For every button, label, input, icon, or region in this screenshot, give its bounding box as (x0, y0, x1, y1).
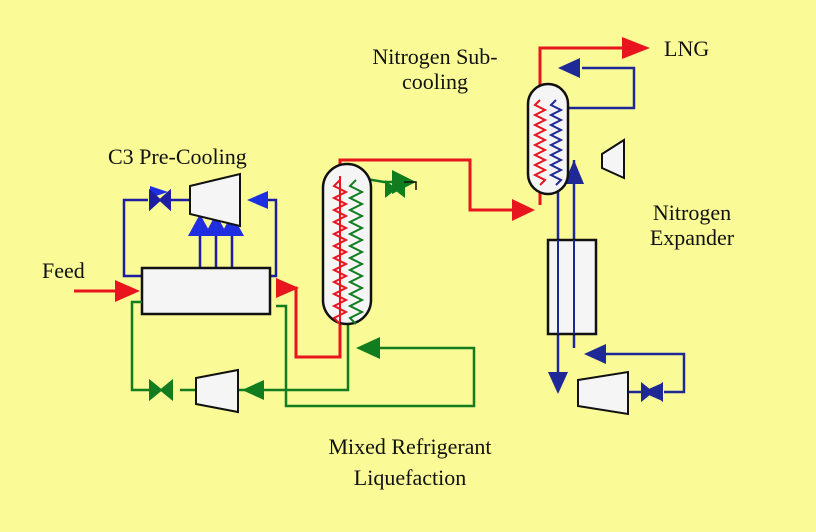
n2-expander-turbine-icon (601, 138, 625, 180)
mixed-refrigerant-line-1: Mixed Refrigerant (328, 434, 492, 459)
n2-top-arrowhead-icon (558, 58, 580, 78)
c3-right-suction-line (264, 198, 278, 278)
feed-label: Feed (42, 258, 85, 283)
mr-compressor-outlet-line (238, 318, 350, 392)
feed-arrows (115, 37, 650, 302)
subcooler-red-coil (532, 99, 548, 186)
precooled-arrowhead-icon (276, 278, 299, 298)
n2-valve-icon (641, 381, 663, 403)
c3-arrows (150, 186, 268, 236)
c3-compressor-inlet-arrowhead-icon (247, 191, 268, 209)
mr-precooler-path (130, 300, 160, 392)
n2-up-arrowhead-icon (564, 160, 584, 184)
c3-compressor-icon (189, 172, 241, 228)
c3-precooling-label: C3 Pre-Cooling (108, 144, 247, 169)
nitrogen-subcooler-exchanger (526, 82, 570, 196)
c3-left-return-line (122, 198, 148, 278)
n2-top-return-line (566, 66, 636, 110)
c3-precooler-heat-exchanger (140, 266, 272, 316)
n2-compressor-icon (577, 370, 629, 416)
mixed-refrigerant-line-2: Liquefaction (353, 465, 467, 491)
nitrogen-expander-line-2: Expander (649, 225, 735, 251)
nitrogen-subcooling-line-2: cooling (402, 69, 468, 95)
mche-red-coil (331, 179, 349, 325)
mr-return-arrowhead-icon (356, 337, 380, 359)
nitrogen-recuperator-exchanger (546, 238, 598, 336)
mr-cold-return-line (276, 304, 476, 408)
mr-compressor-icon (195, 368, 239, 414)
lng-label: LNG (664, 36, 710, 61)
nitrogen-expander-line-1: Nitrogen (652, 200, 732, 225)
n2-down-arrowhead-icon (548, 372, 568, 394)
subcooler-blue-coil (548, 99, 564, 186)
nitrogen-subcooling-line-1: Nitrogen Sub- (372, 44, 498, 69)
nitrogen-subcooling-label: Nitrogen Sub- cooling (346, 44, 524, 95)
mr-valve-icon (149, 378, 173, 402)
mixed-refrigerant-label: Mixed Refrigerant Liquefaction (290, 434, 530, 491)
c3-up-arrowhead-icon (204, 214, 228, 236)
n2-bottom-return-line (590, 352, 686, 394)
lng-arrowhead-icon (622, 37, 650, 59)
c3-valve-icon (149, 188, 171, 212)
c3-precooling-loop (122, 198, 278, 278)
nitrogen-expander-label: Nitrogen Expander (624, 200, 760, 251)
mche-green-coil (347, 179, 365, 325)
main-cryogenic-heat-exchanger (321, 162, 373, 326)
mr-outlet-arrowhead-icon (512, 199, 535, 221)
feed-arrowhead-icon (115, 280, 140, 302)
mr-vapor-valve-icon (385, 179, 417, 199)
c3-up-arrowhead-icon (188, 214, 212, 236)
n2-bottom-arrowhead-icon (584, 344, 606, 364)
mr-compressor-inlet-arrowhead-icon (242, 380, 264, 400)
